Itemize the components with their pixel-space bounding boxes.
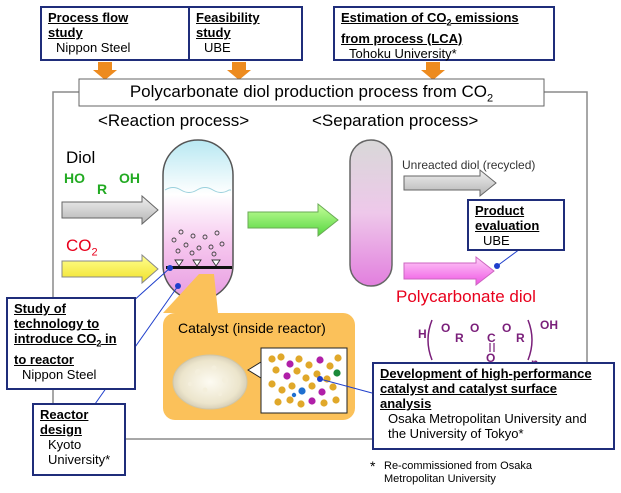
formula-o1: O <box>441 321 451 335</box>
diol-formula-oh: OH <box>119 170 140 186</box>
catalyst-callout-pointer <box>163 274 218 313</box>
connector-line-product <box>496 248 521 267</box>
gas-distributor <box>166 266 232 269</box>
formula-o2: O <box>470 321 480 335</box>
reactor-design-title: Reactor design <box>40 407 89 437</box>
lca-title-post: emissions from process (LCA) <box>341 10 519 46</box>
unreacted-diol-arrow <box>403 168 497 198</box>
reaction-process-label: <Reaction process> <box>98 111 250 130</box>
lca-title-sub: 2 <box>446 17 452 28</box>
feasibility-org: UBE <box>204 40 231 55</box>
diol-formula-r: R <box>97 181 108 197</box>
banner-box <box>78 78 545 107</box>
product-evaluation-title: Product evaluation <box>475 203 540 233</box>
lca-title: Estimation of CO2 emissions from process… <box>341 10 547 46</box>
lca-title-pre: Estimation of CO <box>341 10 447 25</box>
catalyst-development-title: Development of high-performance catalyst… <box>380 366 592 411</box>
banner-title: Polycarbonate diol production process fr… <box>79 81 544 109</box>
process-flow-title: Process flow study <box>48 10 129 40</box>
reactor-design-box: Reactor design Kyoto University* <box>32 403 126 476</box>
product-evaluation-org: UBE <box>483 233 510 248</box>
banner-text: Polycarbonate diol production process fr… <box>129 82 488 101</box>
process-flow-box: Process flow study Nippon Steel <box>40 6 190 61</box>
catalyst-label: Catalyst (inside reactor) <box>178 320 326 336</box>
formula-c: C <box>487 331 496 345</box>
banner-sub: 2 <box>487 92 494 105</box>
formula-paren-left <box>427 319 433 361</box>
orange-arrow-left <box>93 62 117 80</box>
formula-paren-right <box>527 319 533 361</box>
catalyst-development-box: Development of high-performance catalyst… <box>372 362 615 450</box>
feasibility-box: Feasibility study UBE <box>188 6 303 61</box>
footnote-mark: * <box>370 458 376 474</box>
unreacted-diol-label: Unreacted diol (recycled) <box>402 158 536 172</box>
transfer-arrow <box>247 202 339 238</box>
separation-process-label: <Separation process> <box>312 111 479 130</box>
formula-o3: O <box>502 321 512 335</box>
catalyst-development-org: Osaka Metropolitan University and the Un… <box>388 411 587 441</box>
formula-oh: OH <box>540 318 558 332</box>
study-title-b: in to reactor <box>14 331 117 367</box>
orange-arrow-right <box>421 62 445 80</box>
co2-introduction-study-box: Study of technology to introduce CO2 in … <box>6 297 136 390</box>
orange-arrow-middle <box>227 62 251 80</box>
formula-o-double: O <box>486 351 496 365</box>
co2-introduction-title: Study of technology to introduce CO2 in … <box>14 301 132 367</box>
formula-h: H <box>418 327 427 341</box>
catalyst-powder-photo <box>172 354 248 410</box>
feasibility-title: Feasibility study <box>196 10 260 40</box>
co2-introduction-org: Nippon Steel <box>22 366 97 382</box>
lca-box: Estimation of CO2 emissions from process… <box>333 6 555 61</box>
separation-column <box>349 139 393 287</box>
co2-text: CO <box>66 236 92 255</box>
connector-line-catalyst <box>319 378 373 394</box>
product-evaluation-box: Product evaluation UBE <box>467 199 565 251</box>
co2-input-arrow <box>61 253 159 285</box>
reactor-design-org: Kyoto University* <box>48 437 111 467</box>
formula-r1: R <box>455 331 464 345</box>
footnote-text: Re-commissioned from Osaka Metropolitan … <box>384 460 532 485</box>
co2-label: CO2 <box>66 236 98 258</box>
formula-r2: R <box>516 331 525 345</box>
process-flow-org: Nippon Steel <box>56 40 131 55</box>
reactor-liquid-surface <box>164 187 231 193</box>
product-name: Polycarbonate diol <box>396 287 536 306</box>
product-arrow <box>403 255 495 287</box>
diol-label: Diol <box>66 148 96 167</box>
study-title-sub: 2 <box>96 338 102 349</box>
study-title-a: Study of technology to introduce CO <box>14 301 100 346</box>
lca-org: Tohoku University* <box>349 45 457 61</box>
co2-sub: 2 <box>91 246 98 259</box>
diol-formula-ho: HO <box>64 170 85 186</box>
co2-bubbles <box>171 229 225 257</box>
diol-input-arrow <box>61 194 159 226</box>
catalyst-particles <box>268 353 342 408</box>
catalyst-powder-texture <box>188 365 228 396</box>
gas-nozzles <box>174 259 221 267</box>
